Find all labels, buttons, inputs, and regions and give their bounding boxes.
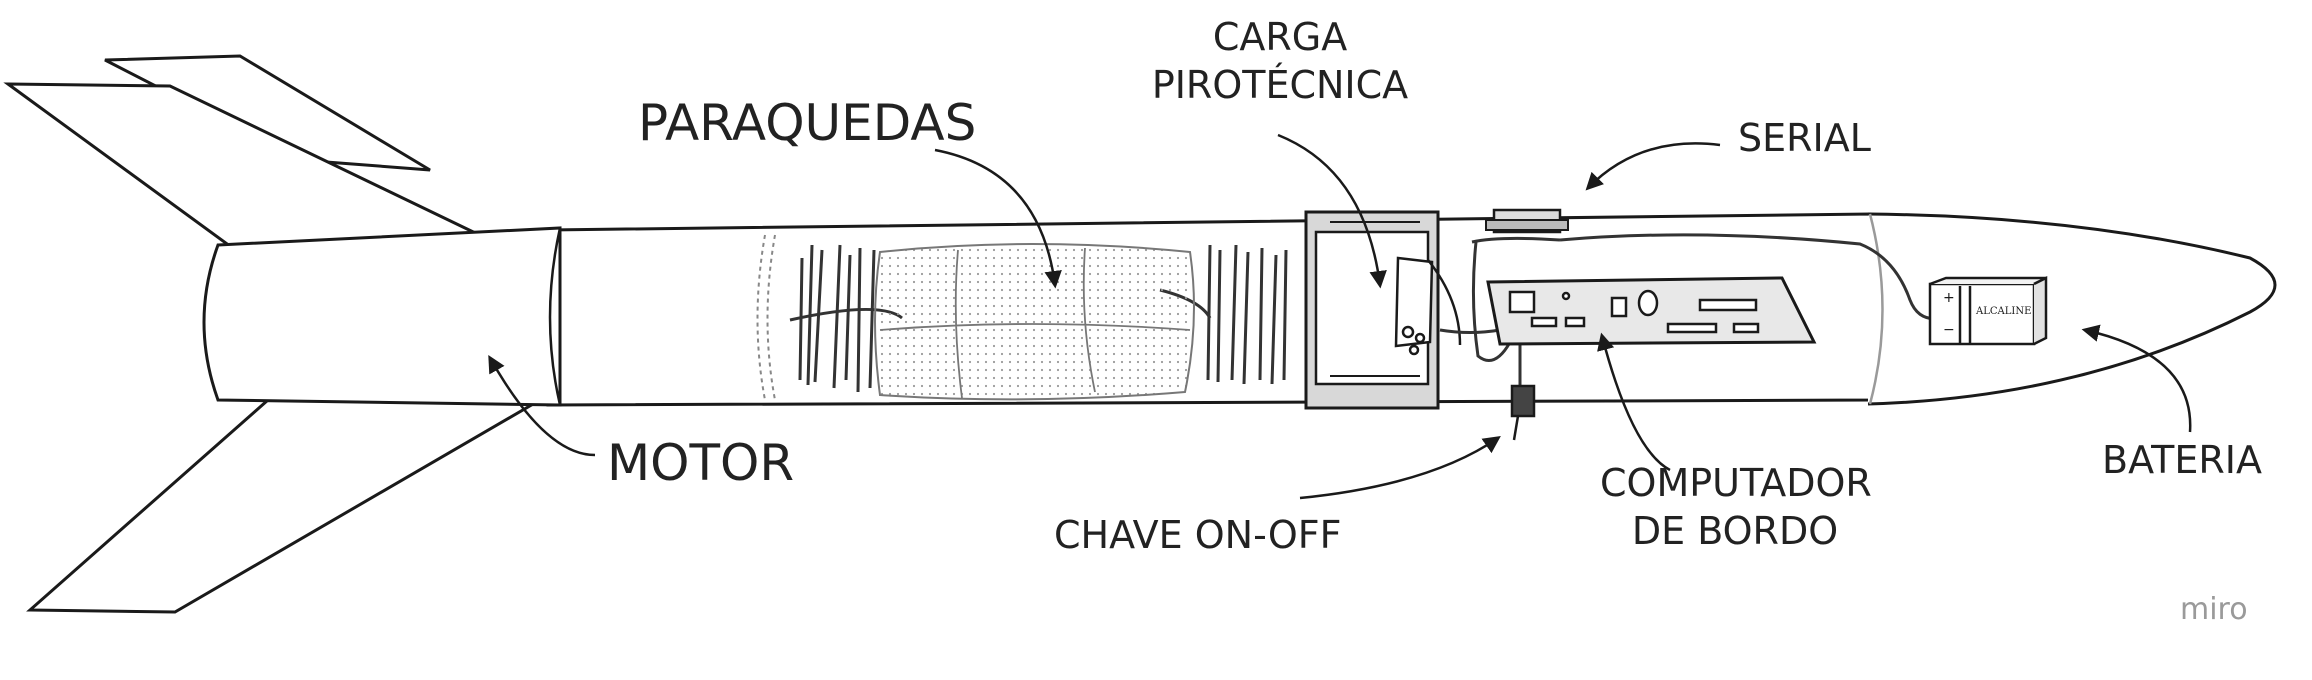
fin-bottom [26,398,546,614]
leader-arrows [488,133,2192,500]
label-carga-line1: CARGA [1212,15,1348,59]
pyro-charge [1394,256,1462,356]
label-paraquedas: PARAQUEDAS [638,94,977,152]
label-computador-line2: DE BORDO [1631,508,1839,553]
arrow-paraquedas [934,148,1062,289]
label-motor: MOTOR [607,434,795,492]
battery-minus: − [1943,322,1955,338]
label-computador-de-bordo: COMPUTADOR DE BORDO [1600,460,1872,555]
miro-watermark: miro [2180,592,2248,627]
battery [1928,275,2048,346]
motor-section [202,226,562,407]
nose-cone [1867,212,2277,406]
parachute-bundle [874,243,1195,401]
label-computador-line1: COMPUTADOR [1600,461,1872,505]
arrow-carga [1277,133,1387,289]
arrow-chave [1299,436,1501,500]
arrow-serial [1585,142,1721,191]
wiring [1439,233,1951,388]
battery-plus: + [1943,290,1955,306]
arrow-motor [488,354,596,457]
label-serial: SERIAL [1738,116,1871,160]
label-bateria: BATERIA [2102,438,2262,482]
label-carga-pirotecnica: CARGA PIROTÉCNICA [1150,14,1410,109]
label-chave-on-off: CHAVE ON-OFF [1054,513,1342,557]
arrow-bateria [2081,324,2192,433]
battery-label: ALCALINE [1975,306,2031,317]
label-carga-line2: PIROTÉCNICA [1151,62,1409,107]
arrow-computador [1597,332,1671,472]
dashed-band [756,234,776,401]
on-off-switch [1510,384,1536,441]
